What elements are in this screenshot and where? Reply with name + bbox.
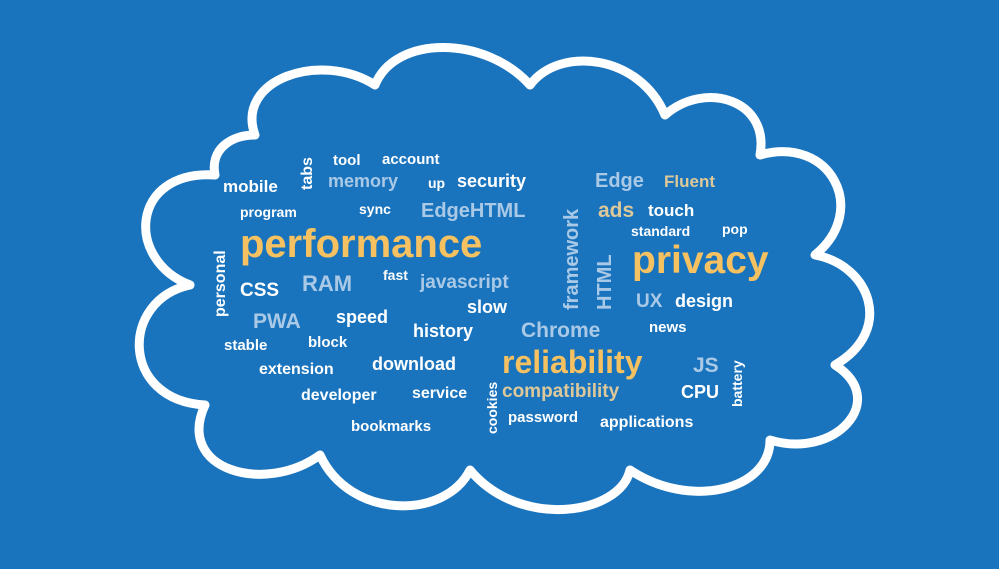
word-password: password	[508, 409, 579, 426]
word-tabs: tabs	[299, 157, 316, 190]
word-bookmarks: bookmarks	[351, 418, 432, 435]
word-slow: slow	[467, 297, 508, 317]
word-compatibility: compatibility	[502, 381, 620, 402]
word-sync: sync	[359, 201, 391, 217]
word-chrome: Chrome	[521, 319, 601, 342]
word-tool: tool	[333, 152, 361, 169]
word-mobile: mobile	[223, 177, 278, 196]
word-ux: UX	[636, 291, 663, 312]
word-reliability: reliability	[502, 344, 643, 380]
word-up: up	[428, 175, 446, 191]
word-speed: speed	[336, 307, 389, 327]
word-block: block	[308, 334, 348, 351]
word-edgehtml: EdgeHTML	[421, 200, 526, 222]
word-ram: RAM	[302, 271, 353, 296]
word-memory: memory	[328, 171, 399, 191]
word-applications: applications	[600, 414, 694, 431]
word-js: JS	[693, 354, 719, 377]
word-privacy: privacy	[632, 239, 769, 282]
word-service: service	[412, 385, 468, 402]
word-personal: personal	[212, 250, 229, 317]
word-framework: framework	[561, 208, 583, 310]
word-touch: touch	[648, 201, 695, 220]
word-fluent: Fluent	[664, 172, 715, 191]
word-css: CSS	[240, 280, 280, 301]
word-battery: battery	[729, 360, 745, 407]
word-pwa: PWA	[253, 310, 301, 333]
word-history: history	[413, 321, 474, 341]
word-cookies: cookies	[484, 381, 500, 434]
word-edge: Edge	[595, 170, 644, 192]
word-pop: pop	[722, 221, 748, 237]
word-standard: standard	[631, 223, 691, 239]
word-download: download	[372, 354, 456, 374]
word-design: design	[675, 291, 734, 311]
word-developer: developer	[301, 387, 377, 404]
word-performance: performance	[240, 222, 483, 266]
word-html: HTML	[594, 254, 616, 310]
word-ads: ads	[598, 199, 635, 222]
word-javascript: javascript	[420, 272, 509, 293]
word-news: news	[649, 319, 687, 336]
word-extension: extension	[259, 361, 334, 378]
word-cpu: CPU	[681, 382, 720, 402]
word-fast: fast	[383, 267, 408, 283]
word-account: account	[382, 151, 440, 168]
word-stable: stable	[224, 337, 268, 354]
word-program: program	[240, 204, 297, 220]
word-security: security	[457, 171, 527, 191]
